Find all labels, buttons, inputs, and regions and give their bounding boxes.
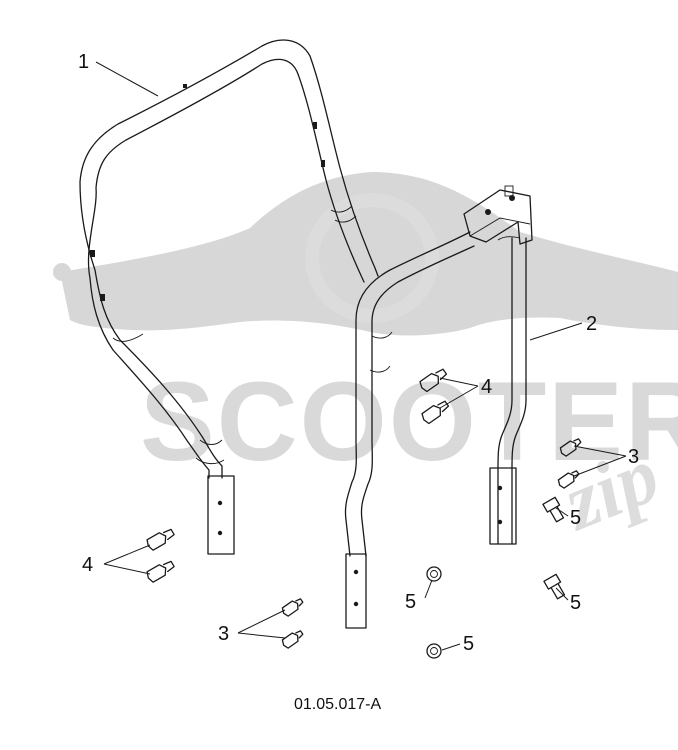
- part-2-left-plate: [345, 553, 367, 629]
- part-2-left-tube-outer: [344, 231, 471, 557]
- part-1-slot: [313, 122, 317, 129]
- part-2-right-tube-inner: [497, 237, 513, 545]
- callout-1-label: 1: [78, 51, 89, 73]
- part-1-inner-edge: [87, 58, 365, 479]
- part-4-bolt: [146, 560, 175, 583]
- part-5-screw: [543, 573, 566, 600]
- callout-4-label: 4: [82, 554, 93, 576]
- part-1-frame: [79, 39, 379, 555]
- part-2-right-plate: [489, 467, 517, 545]
- part-2-bracket-edge: [469, 217, 531, 237]
- part-1-slot: [100, 294, 105, 301]
- watermark-dot-icon: [53, 263, 71, 281]
- part-2-bracket-tab: [504, 185, 514, 197]
- part-1-bend-line: [199, 439, 223, 445]
- part-2-left-plate-hole: [353, 569, 359, 575]
- part-2-frame: [344, 185, 533, 629]
- part-1-slot: [90, 250, 95, 257]
- part-2-bend-line: [371, 331, 393, 339]
- leader-lines: [95, 61, 627, 651]
- part-1-mount-hole: [217, 500, 223, 506]
- part-5-screw: [426, 566, 442, 582]
- drawing-number: 01.05.017-A: [294, 696, 382, 713]
- callout-4-label: 4: [481, 376, 492, 398]
- part-2-bend-line: [369, 365, 391, 373]
- callout-3-label: 3: [628, 446, 639, 468]
- part-3-nut: [559, 438, 582, 457]
- callout-5-label: 5: [405, 591, 416, 613]
- part-4-bolt: [419, 368, 448, 393]
- part-3-nut: [281, 630, 304, 649]
- part-1-mount-hole: [217, 530, 223, 536]
- callout-2-label: 2: [586, 313, 597, 335]
- part-4-bolt: [146, 528, 175, 551]
- callout-5-label: 5: [570, 507, 581, 529]
- part-5-screw: [426, 643, 442, 659]
- part-1-outer-edge: [79, 39, 379, 479]
- part-2-bracket-stud: [509, 195, 515, 201]
- part-2-bracket-stud: [485, 209, 491, 215]
- part-2-bend-line: [497, 236, 521, 241]
- part-1-slot: [183, 84, 187, 88]
- part-2-left-plate-hole: [353, 601, 359, 607]
- part-1-bend-line: [195, 457, 225, 465]
- part-2-right-plate-hole: [497, 485, 503, 491]
- part-1-slot: [321, 160, 325, 167]
- callout-5-label: 5: [463, 633, 474, 655]
- part-2-right-plate-hole: [497, 519, 503, 525]
- part-1-bend-line: [330, 205, 353, 213]
- part-3-nut: [281, 598, 304, 617]
- part-2-bracket: [463, 189, 533, 245]
- callout-3-label: 3: [218, 623, 229, 645]
- part-2-left-tube-inner: [360, 245, 475, 557]
- callout-5-label: 5: [570, 592, 581, 614]
- part-2-right-tube-outer: [511, 237, 527, 545]
- part-3-nut: [557, 470, 580, 489]
- part-5-screw: [542, 496, 565, 523]
- watermark-brand-text: SCOOTER: [140, 359, 678, 484]
- part-1-bend-line: [334, 215, 357, 223]
- part-1-mount-plate: [207, 475, 235, 555]
- part-1-bend-line: [112, 333, 144, 342]
